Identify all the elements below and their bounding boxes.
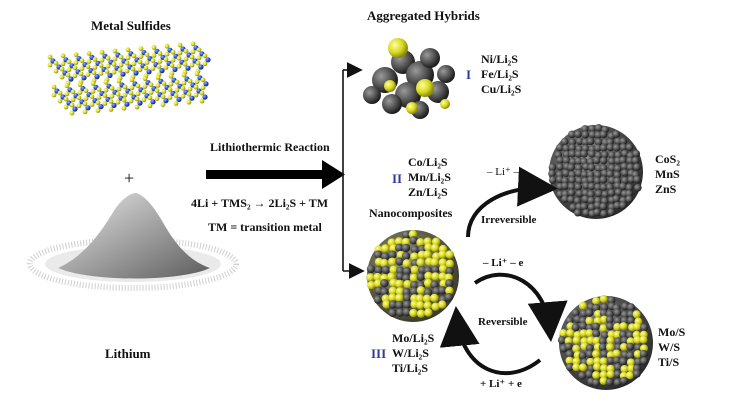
group-i-item: Cu/Li₂S: [481, 82, 522, 96]
branch-bracket: [342, 62, 365, 279]
group-iii-numeral: III: [371, 346, 387, 361]
aggregated-hybrid-image: [363, 38, 455, 119]
reversible-products-list: Mo/S W/S Ti/S: [658, 325, 685, 370]
lithiothermic-arrow: [206, 160, 345, 189]
group-iii-item: Mo/Li₂S: [392, 331, 435, 345]
irreversible-products-list: CoS₂ MnS ZnS: [655, 152, 680, 197]
reversible-product-item: Ti/S: [658, 355, 680, 369]
reversible-product-item: W/S: [658, 340, 681, 354]
group-i-numeral: I: [466, 67, 472, 82]
irreversible-product-item: ZnS: [655, 182, 677, 196]
group-ii-list: Co/Li₂S Mn/Li₂S Zn/Li₂S: [408, 155, 451, 200]
metal-sulfide-lattice: [47, 41, 211, 116]
group-iii-item: W/Li₂S: [392, 346, 429, 360]
group-i-item: Fe/Li₂S: [481, 67, 519, 81]
nanocomposites-label: Nanocomposites: [369, 206, 453, 220]
irreversible-label: Irreversible: [481, 214, 537, 226]
group-ii-item: Mn/Li₂S: [408, 170, 451, 184]
irreversible-arrow: [466, 166, 558, 238]
group-ii-numeral: II: [392, 171, 403, 186]
aggregated-hybrids-title: Aggregated Hybrids: [367, 8, 480, 23]
reaction-equation: 4Li + TMS₂ → 2Li₂S + TM: [191, 196, 329, 210]
plus-sign: +: [124, 168, 135, 188]
reversible-arrow-forward: [473, 272, 568, 342]
nanocomposite-sphere: [366, 229, 459, 322]
tm-definition: TM = transition metal: [208, 220, 322, 234]
irreversible-product-item: MnS: [655, 167, 680, 181]
lithiothermic-reaction-label: Lithiothermic Reaction: [210, 140, 330, 154]
lithium-label: Lithium: [105, 346, 151, 361]
reversible-arrow-backward: [439, 306, 542, 376]
group-iii-list: Mo/Li₂S W/Li₂S Ti/Li₂S: [392, 331, 434, 376]
reversible-product-item: Mo/S: [658, 325, 686, 339]
irreversible-arrow-label: – Li⁺ – e: [487, 166, 527, 178]
irreversible-product-sphere: [548, 124, 643, 219]
irreversible-product-item: CoS₂: [655, 152, 680, 166]
lithium-cone-image: [27, 193, 239, 291]
reversible-product-sphere: [557, 294, 653, 390]
reversible-top-arrow-label: – Li⁺ – e: [483, 257, 524, 269]
group-iii-item: Ti/Li₂S: [392, 361, 429, 375]
group-i-item: Ni/Li₂S: [481, 52, 518, 66]
group-ii-item: Zn/Li₂S: [408, 185, 448, 199]
group-i-list: Ni/Li₂S Fe/Li₂S Cu/Li₂S: [481, 52, 521, 97]
reversible-label: Reversible: [478, 316, 528, 328]
reversible-bottom-arrow-label: + Li⁺ + e: [480, 378, 522, 390]
group-ii-item: Co/Li₂S: [408, 155, 448, 169]
metal-sulfides-label: Metal Sulfides: [91, 18, 171, 33]
